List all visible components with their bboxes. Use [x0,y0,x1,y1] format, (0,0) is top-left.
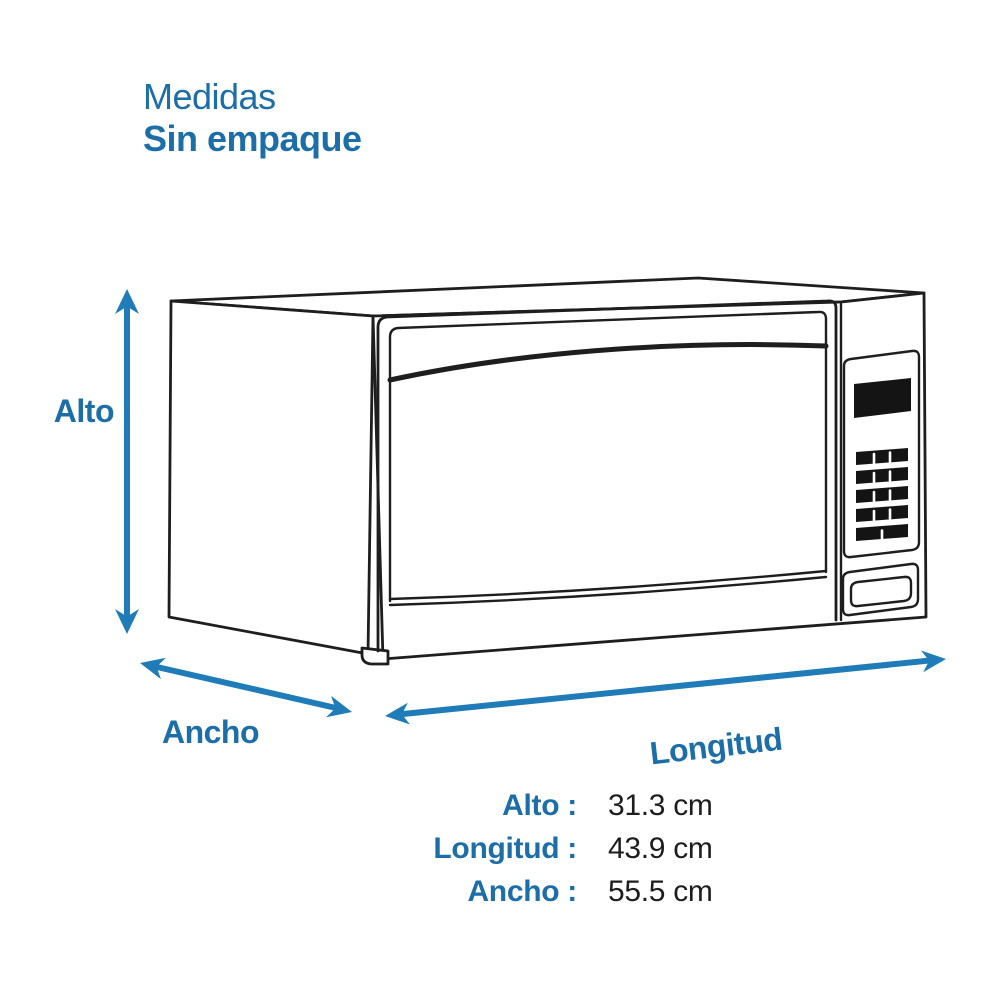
arrowhead-down-icon [115,609,139,634]
arrowhead-up-icon [115,289,139,314]
keypad-row [856,467,908,484]
keypad-row [856,448,908,465]
measurement-label: Longitud : [433,832,577,865]
control-panel-plate [842,349,921,559]
left-foot [360,646,390,666]
cabinet-left-face [167,299,375,656]
keypad-dividers [872,451,892,541]
measurements-table: Alto : 31.3 cm Longitud : 43.9 cm Ancho … [300,789,730,918]
alto-arrow [115,289,139,634]
measurement-value: 43.9 cm [608,832,713,865]
title-line-1: Medidas [143,76,276,117]
door-window-bottom-upper [388,569,828,601]
door-outline [376,299,838,653]
open-button-outer [841,562,920,617]
open-button-inner [849,575,913,608]
ancho-arrow [140,657,352,718]
display-screen [854,378,911,418]
arrowhead-left-icon [385,702,410,725]
measurement-value: 55.5 cm [608,875,713,908]
measurement-label: Alto : [502,789,577,822]
keypad [856,448,908,541]
arrowhead-right-icon [921,650,946,673]
measurement-row-longitud: Longitud : 43.9 cm [300,832,730,875]
arrowhead-left-icon [140,657,166,680]
door-window-swoosh [387,342,829,383]
door-window-bottom-lower [388,575,828,607]
longitud-arrow [385,650,946,725]
measurement-row-alto: Alto : 31.3 cm [300,789,730,832]
dimension-arrows [115,289,946,725]
keypad-row [856,486,908,503]
measurement-row-ancho: Ancho : 55.5 cm [300,875,730,918]
alto-dimension-label: Alto [53,393,115,429]
microwave-illustration [167,276,928,666]
door-inner-frame [388,310,828,603]
keypad-row [856,505,908,522]
measurement-value: 31.3 cm [608,789,713,822]
title-block: Medidas Sin empaque [143,76,362,160]
title-line-2: Sin empaque [143,118,362,159]
measurement-label: Ancho : [467,875,577,908]
arrowhead-right-icon [326,695,352,718]
ancho-dimension-label: Ancho [161,714,260,750]
